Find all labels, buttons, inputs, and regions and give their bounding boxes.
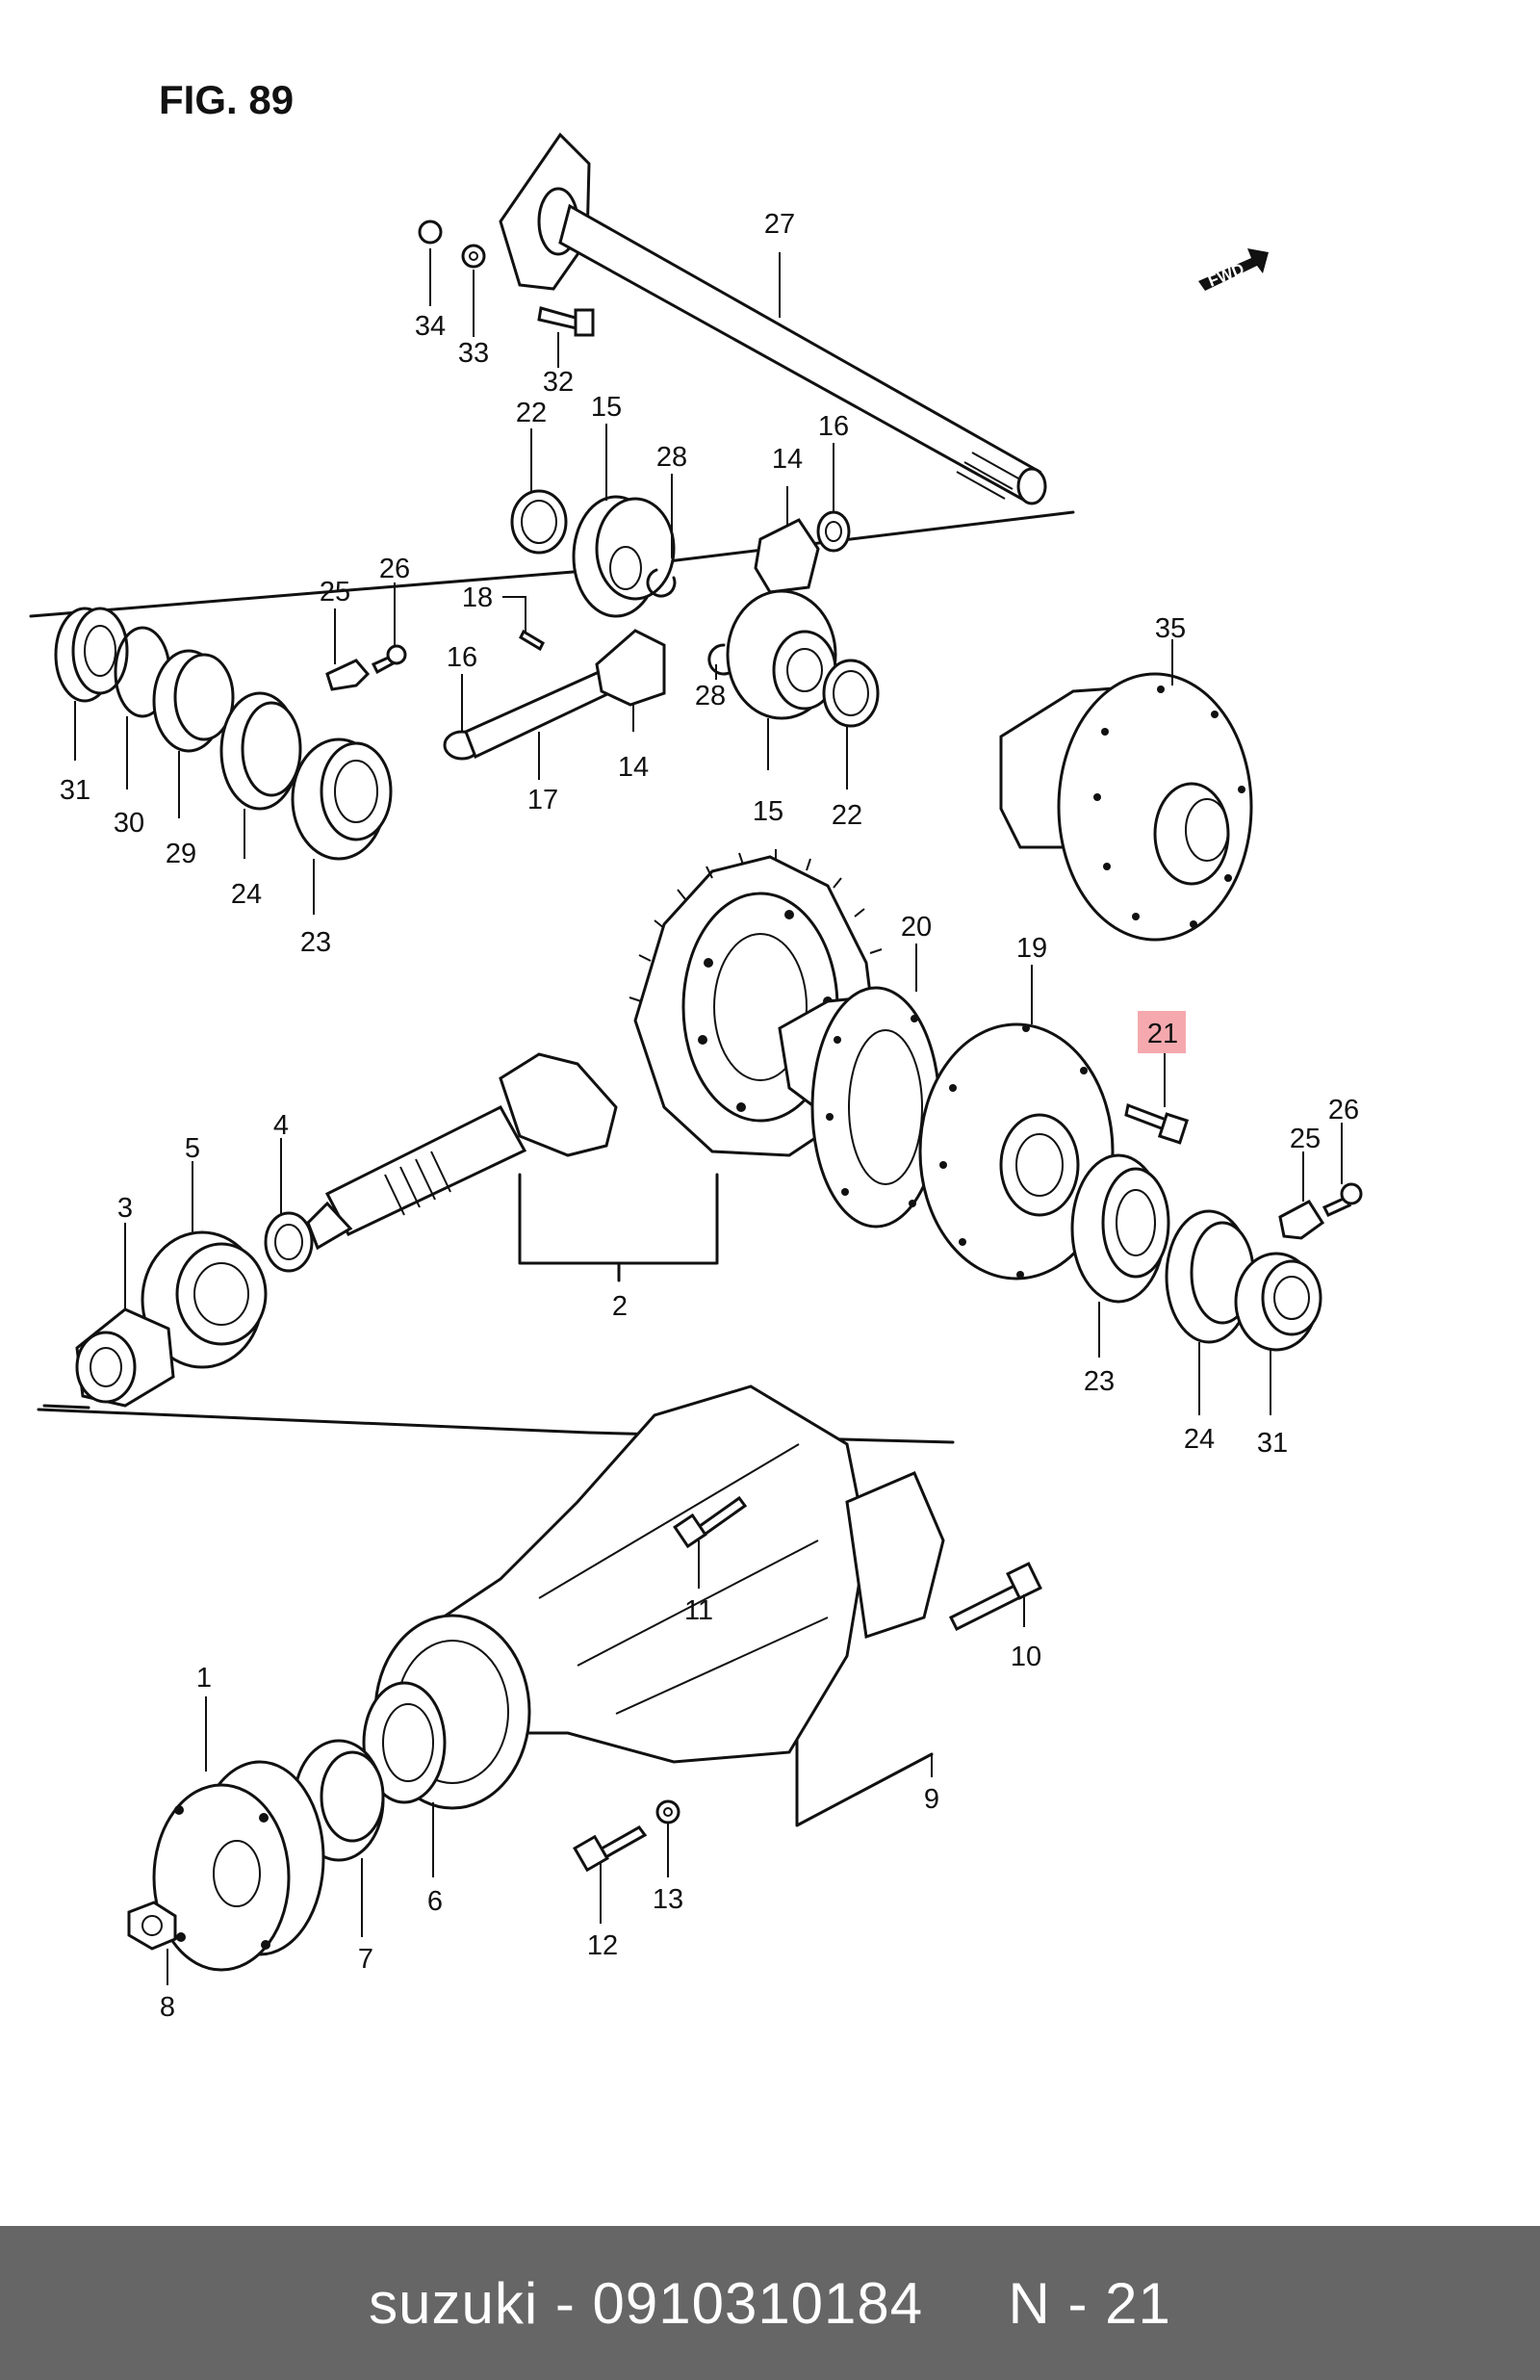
part-number-caption: suzuki - 0910310184 N - 21 [369,2270,1171,2336]
callout-18: 18 [462,582,493,613]
axle-shaft-group [29,132,1075,618]
drive-pinion-group [75,1052,719,1408]
part-number-footer: suzuki - 0910310184 N - 21 [0,2226,1540,2380]
callout-28: 28 [695,681,726,711]
callout-23: 23 [300,927,331,958]
callout-4: 4 [273,1110,289,1141]
callout-34: 34 [415,311,446,342]
differential-gears-group [325,489,880,761]
callout-26: 26 [1328,1095,1359,1125]
callout-33: 33 [458,338,489,369]
callout-1: 1 [196,1663,212,1694]
callout-7: 7 [358,1944,373,1975]
exploded-parts-diagram: FIG. 89 FWD [29,77,1363,2023]
callout-22: 22 [516,398,547,428]
callout-35: 35 [1155,613,1186,644]
leader-lines [74,248,1343,1985]
left-bearing-group [54,607,393,861]
callout-13: 13 [653,1884,683,1915]
callout-19: 19 [1016,933,1047,964]
callout-12: 12 [587,1930,618,1961]
callout-31: 31 [1257,1428,1288,1459]
callout-24: 24 [1184,1424,1215,1455]
fwd-arrow-icon: FWD [1198,248,1269,291]
callout-10: 10 [1011,1642,1041,1672]
callout-32: 32 [543,367,574,398]
axle-housing-group [127,1384,1042,1972]
callout-15: 15 [753,796,783,827]
callout-26: 26 [379,554,410,584]
differential-case-assembly [999,672,1253,942]
highlight-box [1138,1011,1186,1053]
callout-24: 24 [231,879,262,910]
callout-21: 21 [1147,1019,1178,1049]
callout-6: 6 [427,1886,443,1917]
callout-9: 9 [924,1784,939,1815]
callout-21-highlight: 21 [1138,1011,1186,1053]
fwd-label: FWD [1205,260,1246,291]
callout-20: 20 [901,912,932,943]
callout-16: 16 [818,411,849,442]
callout-25: 25 [1290,1124,1321,1154]
callout-14: 14 [772,444,803,475]
carrier-group [778,986,1363,1352]
callout-8: 8 [160,1992,175,2023]
callout-15: 15 [591,392,622,423]
callout-3: 3 [117,1193,133,1224]
callout-16: 16 [447,642,477,673]
callout-30: 30 [114,808,144,839]
callout-17: 17 [527,785,558,815]
callout-25: 25 [320,577,350,608]
callout-28: 28 [656,442,687,473]
callout-5: 5 [185,1133,200,1164]
callout-14: 14 [618,752,649,783]
callout-29: 29 [166,839,196,869]
callout-31: 31 [60,775,90,806]
callout-23: 23 [1084,1366,1115,1397]
callout-labels: 27 34 33 32 22 15 28 14 16 25 26 18 16 2… [60,209,1359,2023]
callout-2: 2 [612,1291,628,1322]
figure-title: FIG. 89 [159,77,294,122]
callout-27: 27 [764,209,795,240]
callout-11: 11 [684,1595,713,1626]
callout-22: 22 [832,800,862,831]
